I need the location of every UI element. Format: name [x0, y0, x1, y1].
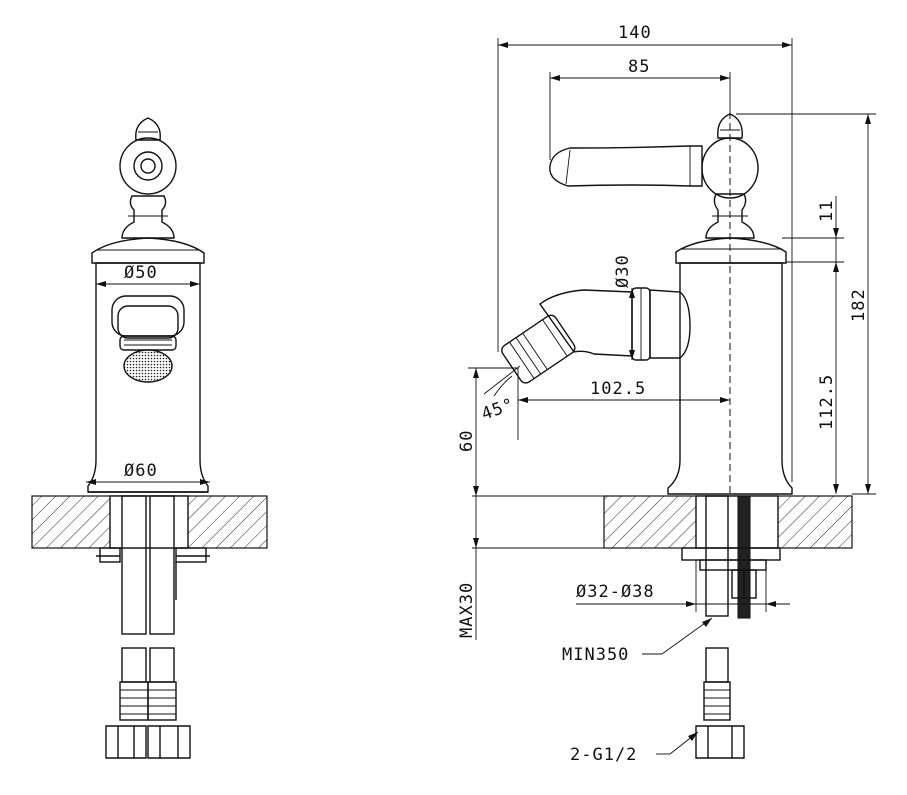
- dim-d60: Ø60: [86, 461, 210, 485]
- dim-thread: 2-G1/2: [570, 731, 699, 765]
- dim-140: 140: [497, 23, 793, 482]
- front-top-cap: [91, 237, 205, 264]
- dim-d30: Ø30: [613, 254, 635, 360]
- label-60: 60: [457, 430, 477, 452]
- front-pipe-right: [149, 495, 175, 635]
- dim-60: 60: [457, 368, 479, 496]
- label-d60: Ø60: [124, 461, 158, 481]
- front-neck: [121, 195, 175, 239]
- label-thread: 2-G1/2: [570, 745, 637, 765]
- dim-182: 182: [736, 113, 876, 495]
- side-hex-nut: [695, 725, 745, 759]
- side-body: [667, 262, 793, 495]
- front-handle-head: [119, 137, 177, 195]
- label-182: 182: [849, 288, 869, 322]
- label-102: 102.5: [590, 379, 646, 399]
- label-112: 112.5: [817, 374, 837, 430]
- dim-d32-38: Ø32-Ø38: [576, 560, 790, 612]
- dim-min350: MIN350: [562, 617, 713, 665]
- side-top-cap: [675, 237, 787, 264]
- side-pipe: [705, 495, 729, 617]
- front-hex-nuts: [105, 725, 191, 759]
- label-d50: Ø50: [124, 263, 158, 283]
- side-aerator: [501, 314, 576, 384]
- label-d30: Ø30: [613, 254, 633, 288]
- dim-d50: Ø50: [96, 263, 200, 287]
- side-spout-joint: [649, 289, 691, 359]
- side-view: 140 85 182 11: [457, 23, 876, 765]
- front-nozzle-outer: [111, 295, 185, 337]
- dim-85: 85: [549, 57, 731, 160]
- label-min350: MIN350: [562, 645, 629, 665]
- side-fixing-plate: [681, 547, 781, 561]
- label-140: 140: [618, 23, 652, 43]
- dim-112: 112.5: [817, 272, 839, 494]
- label-11: 11: [817, 200, 837, 222]
- dim-102: 102.5: [517, 368, 730, 440]
- label-85: 85: [628, 57, 650, 77]
- label-d32-38: Ø32-Ø38: [576, 582, 655, 602]
- dim-11: 11: [782, 196, 844, 272]
- front-counter-hole: [109, 495, 189, 549]
- side-threaded-rod: [737, 495, 751, 619]
- front-hose-crimp: [119, 681, 177, 721]
- front-aerator-mesh: [123, 349, 173, 383]
- dim-max30: MAX30: [457, 496, 479, 640]
- side-spout-arm: [539, 289, 633, 357]
- side-lever: [549, 145, 703, 187]
- side-counter-hole: [695, 495, 779, 549]
- side-hose-crimp: [703, 681, 731, 721]
- front-pipe-left: [121, 495, 147, 635]
- label-max30: MAX30: [457, 582, 477, 638]
- front-knob: [135, 117, 161, 141]
- label-angle45: 45°: [479, 394, 518, 424]
- front-view: Ø50 Ø60: [31, 117, 268, 759]
